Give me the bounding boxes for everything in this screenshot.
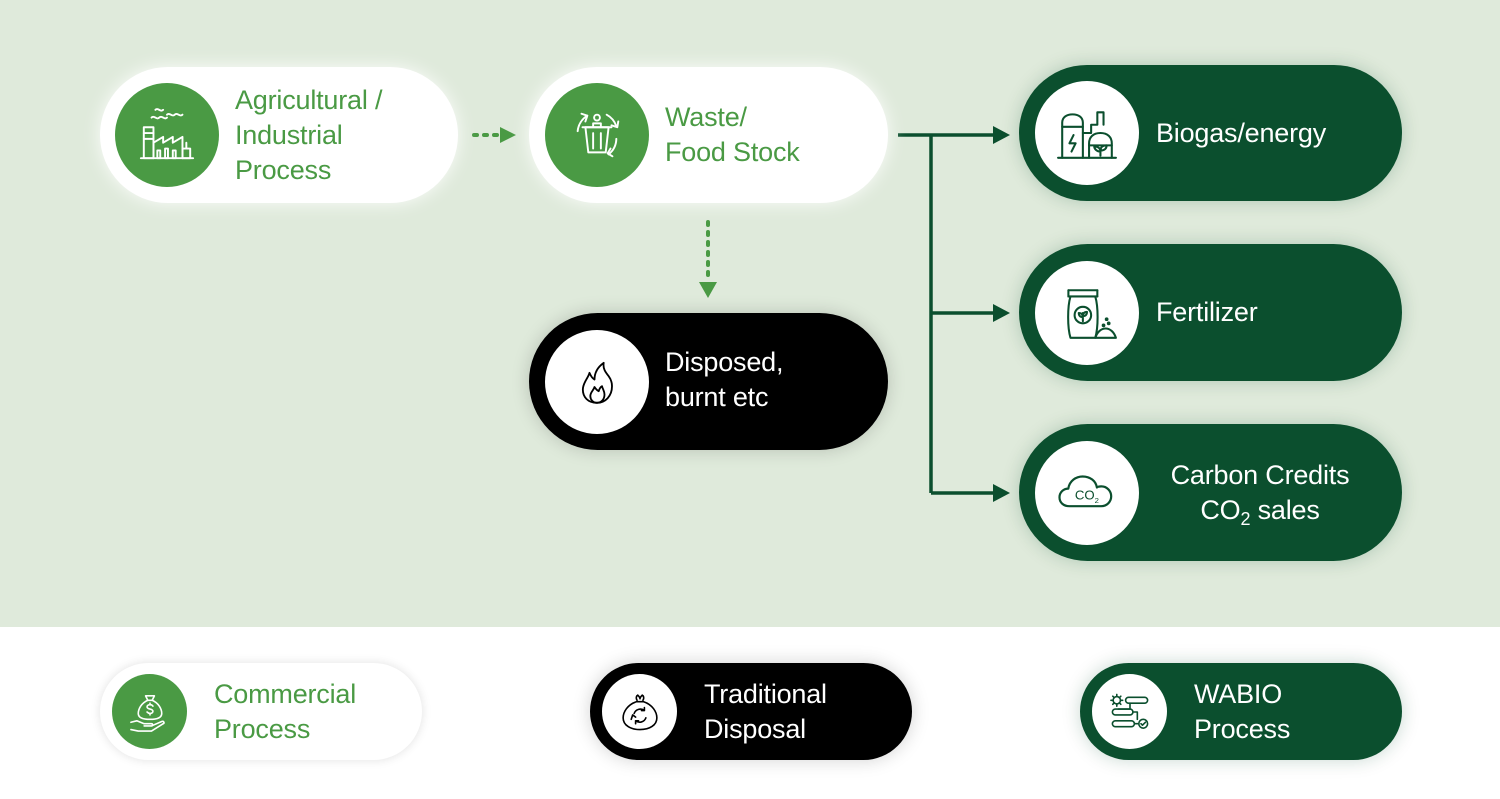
node-waste-icon-circle: [545, 83, 649, 187]
process-flow-icon: [1109, 693, 1148, 729]
legend-commercial-icon-circle: [112, 674, 187, 749]
branch-lines: [898, 133, 995, 495]
legend-wabio-line1: WABIO: [1194, 679, 1283, 709]
node-waste-label: Waste/ Food Stock: [665, 100, 800, 170]
legend-commercial-line2: Process: [214, 714, 311, 744]
node-carbon-sales: sales: [1250, 495, 1320, 525]
arrow-head-biogas: [993, 126, 1010, 144]
legend-traditional-label: Traditional Disposal: [704, 677, 827, 747]
arrow-head-waste-to-disposed: [699, 282, 717, 298]
node-agri-line2: Industrial: [235, 120, 343, 150]
node-agri-line3: Process: [235, 155, 332, 185]
node-carbon-co-sub: 2: [1240, 509, 1251, 529]
arrow-head-agri-to-waste: [500, 127, 516, 143]
co2-cloud-icon: CO2: [1058, 475, 1113, 508]
node-agricultural-industrial-process: Agricultural / Industrial Process: [100, 67, 458, 203]
node-fertilizer: Fertilizer: [1019, 244, 1402, 381]
arrow-head-fertilizer: [993, 304, 1010, 322]
node-disposed-icon-circle: [545, 330, 649, 434]
node-biogas-icon-circle: [1035, 81, 1139, 185]
biogas-plant-icon: [1057, 111, 1117, 159]
connectors: [472, 126, 1010, 502]
legend-wabio-process: WABIO Process: [1080, 663, 1402, 760]
node-disposed-burnt: Disposed, burnt etc: [529, 313, 888, 450]
legend-commercial-line1: Commercial: [214, 679, 357, 709]
node-waste-line2: Food Stock: [665, 137, 800, 167]
node-carbon-co: CO: [1200, 495, 1241, 525]
node-biogas-label: Biogas/energy: [1156, 116, 1326, 151]
money-bag-hand-icon: [129, 694, 165, 732]
node-carbon-icon-circle: CO2: [1035, 441, 1139, 545]
legend-traditional-icon-circle: [602, 674, 677, 749]
fire-icon: [581, 361, 613, 404]
trash-bag-icon: [621, 693, 658, 730]
node-biogas-line1: Biogas/energy: [1156, 118, 1327, 148]
legend-traditional-line1: Traditional: [704, 679, 827, 709]
co2-cloud-text: CO2: [1075, 488, 1099, 505]
legend-traditional-disposal: Traditional Disposal: [590, 663, 912, 760]
node-agri-line1: Agricultural /: [235, 85, 383, 115]
node-fertilizer-line1: Fertilizer: [1156, 297, 1258, 327]
legend-wabio-line2: Process: [1194, 714, 1291, 744]
legend-commercial-label: Commercial Process: [214, 677, 356, 747]
fertilizer-bag-icon: [1067, 289, 1117, 339]
node-agri-icon-circle: [115, 83, 219, 187]
node-carbon-label: Carbon Credits CO2 sales: [1157, 458, 1363, 528]
node-disposed-label: Disposed, burnt etc: [665, 345, 783, 415]
legend-commercial-process: Commercial Process: [100, 663, 422, 760]
node-biogas-energy: Biogas/energy: [1019, 65, 1402, 201]
co2-cloud-text-main: CO: [1075, 488, 1095, 503]
arrow-head-carbon: [993, 484, 1010, 502]
legend-wabio-icon-circle: [1092, 674, 1167, 749]
node-fertilizer-label: Fertilizer: [1156, 295, 1258, 330]
legend-traditional-line2: Disposal: [704, 714, 806, 744]
node-agri-label: Agricultural / Industrial Process: [235, 83, 382, 188]
legend-wabio-label: WABIO Process: [1194, 677, 1290, 747]
factory-icon: [139, 108, 195, 160]
node-disposed-line1: Disposed,: [665, 347, 784, 377]
node-waste-food-stock: Waste/ Food Stock: [529, 67, 888, 203]
recycle-bin-icon: [576, 112, 620, 158]
node-disposed-line2: burnt etc: [665, 382, 769, 412]
node-carbon-line1: Carbon Credits: [1170, 460, 1350, 490]
node-fertilizer-icon-circle: [1035, 261, 1139, 365]
node-carbon-credits: CO2 Carbon Credits CO2 sales: [1019, 424, 1402, 561]
co2-cloud-text-sub: 2: [1095, 496, 1099, 505]
node-waste-line1: Waste/: [665, 102, 747, 132]
node-carbon-line2: CO2 sales: [1157, 493, 1363, 528]
